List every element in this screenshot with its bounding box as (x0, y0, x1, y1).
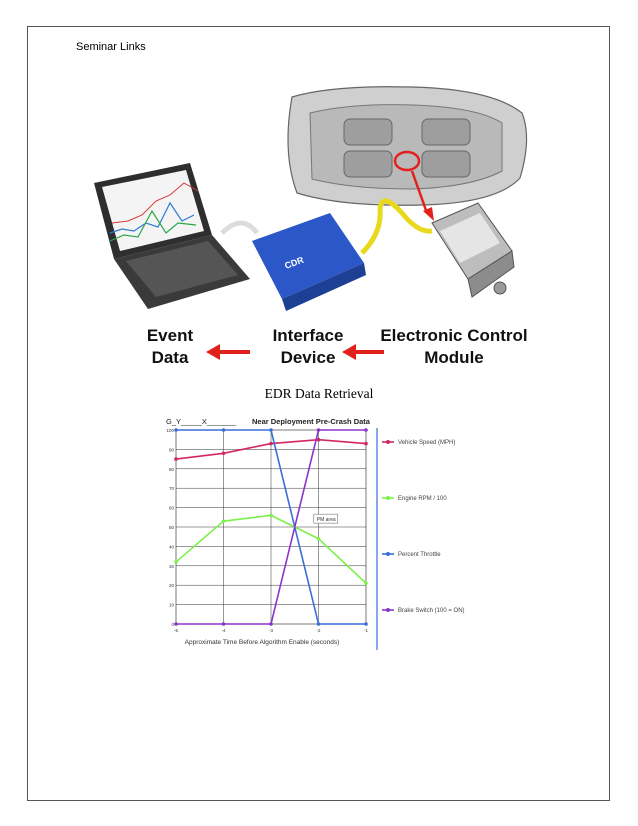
chart-legend: Vehicle Speed (MPH) Engine RPM / 100Perce… (382, 440, 465, 614)
ecm-module-image (431, 202, 515, 298)
y-tick-label: 10 (169, 603, 175, 608)
plot-area: 0 10 20 30 40 50 60 70 80 90 100 -5 -4 -3 -2 -1 (166, 428, 368, 633)
series-point-2 (316, 536, 321, 541)
legend-swatch-marker (386, 496, 390, 500)
interface-label-line2: Device (281, 348, 336, 367)
legend-label: Engine RPM / 100 (398, 496, 447, 502)
legend-label: Vehicle Speed (MPH) (398, 440, 455, 446)
y-tick-label: 50 (169, 525, 175, 530)
series-point-4 (269, 622, 273, 626)
series-point-2 (269, 513, 273, 518)
ecm-label-line1: Electronic Control (380, 326, 527, 345)
pre-crash-data-chart: G_Y_____X_______ Near Deployment Pre-Cra… (166, 417, 465, 650)
series-point-3 (364, 622, 368, 626)
annotation-text: PM area (317, 517, 336, 523)
car-top-view-image (287, 86, 528, 221)
flow-arrow-right (342, 344, 384, 360)
x-tick-label: -1 (364, 628, 368, 633)
chart-annotation: PM area (313, 513, 339, 524)
series-point-1 (174, 457, 178, 461)
series-point-4 (364, 428, 368, 432)
series-point-3 (269, 428, 273, 432)
y-tick-label: 30 (169, 564, 175, 569)
y-tick-label: 60 (169, 506, 175, 511)
series-point-1 (364, 441, 368, 446)
x-tick-label: -3 (269, 628, 273, 633)
y-tick-label: 100 (166, 428, 174, 433)
interface-device-image: CDR (252, 213, 366, 311)
figure-caption: EDR Data Retrieval (264, 386, 374, 401)
x-tick-label: -4 (221, 628, 225, 633)
page-border (27, 26, 610, 801)
series-point-4 (174, 622, 178, 626)
event-label-line2: Data (152, 348, 189, 367)
series-point-3 (221, 428, 226, 432)
y-tick-label: 80 (169, 467, 175, 472)
series-point-4 (316, 428, 321, 432)
legend-swatch-marker (386, 608, 390, 612)
legend-swatch-marker (386, 440, 390, 444)
y-tick-label: 90 (169, 447, 175, 452)
flow-arrow-left (206, 344, 250, 360)
series-point-1 (269, 441, 273, 446)
y-tick-label: 70 (169, 486, 175, 491)
ecm-location-circle (393, 150, 421, 172)
ecm-label-line2: Module (424, 348, 484, 367)
series-point-4 (221, 622, 226, 626)
legend-label: Percent Throttle (398, 552, 441, 558)
laptop-image (94, 163, 250, 309)
series-point-2 (364, 581, 368, 586)
series-point-3 (316, 622, 321, 626)
chart-title-prefix: G_Y_____X_______ (166, 417, 237, 426)
y-tick-label: 0 (171, 622, 174, 627)
edr-retrieval-illustration: CDR Event Data Interface Device Electron… (94, 86, 528, 367)
interface-label-line1: Interface (273, 326, 344, 345)
x-tick-label: -5 (174, 628, 178, 633)
event-label-line1: Event (147, 326, 194, 345)
page-header: Seminar Links (76, 41, 146, 53)
y-tick-label: 20 (169, 583, 175, 588)
series-point-1 (221, 451, 226, 456)
series-point-2 (174, 560, 178, 564)
legend-swatch-marker (386, 552, 390, 556)
x-axis-label: Approximate Time Before Algorithm Enable… (185, 639, 340, 646)
series-point-2 (221, 519, 226, 523)
x-tick-label: -2 (316, 628, 320, 633)
annotation-box (313, 513, 339, 524)
series-point-1 (316, 437, 321, 442)
chart-title: Near Deployment Pre-Crash Data (252, 417, 371, 426)
legend-label: Brake Switch (100 = ON) (398, 608, 465, 614)
y-tick-label: 40 (169, 544, 175, 549)
series-point-3 (174, 428, 178, 432)
